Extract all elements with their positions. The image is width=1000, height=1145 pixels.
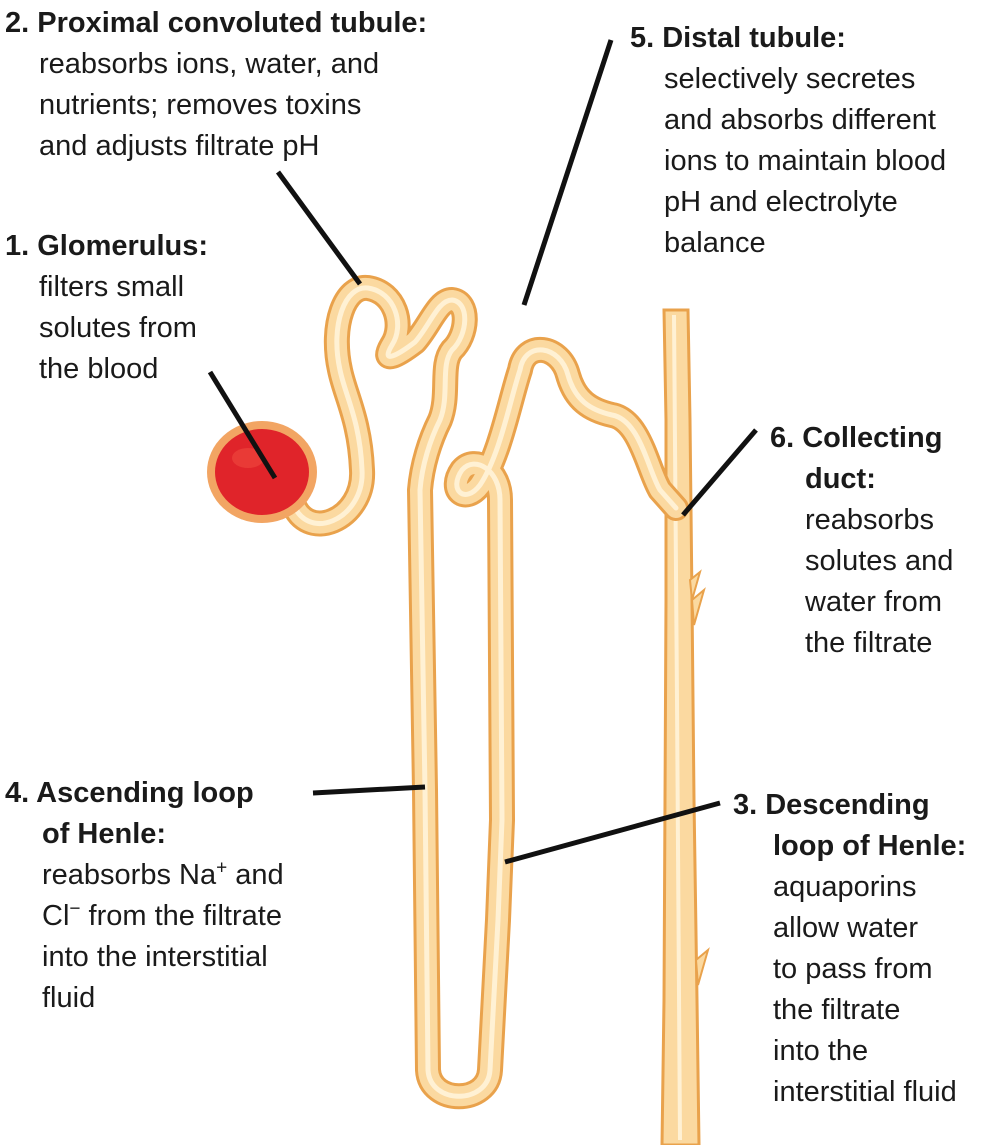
label-ascending-cl-suffix: from the filtrate xyxy=(80,900,282,932)
label-proximal-line-1: reabsorbs ions, water, and xyxy=(39,48,380,80)
leader-line-collecting xyxy=(681,428,758,517)
label-descending-loop: 3. Descending loop of Henle: aquaporins … xyxy=(733,785,966,1113)
collecting-duct xyxy=(660,308,710,1145)
label-distal-line-4: pH and electrolyte xyxy=(664,186,898,218)
label-descending-line-5: into the xyxy=(773,1035,869,1067)
label-descending-line-4: the filtrate xyxy=(773,994,901,1026)
label-collecting-title-2: duct: xyxy=(805,463,876,495)
glomerulus xyxy=(207,421,317,523)
label-descending-line-2: allow water xyxy=(773,912,919,944)
label-descending-title-1: 3. Descending xyxy=(733,789,930,821)
label-descending-title-2: loop of Henle: xyxy=(773,830,967,862)
leader-line-glomerulus xyxy=(207,370,278,480)
leader-line-distal xyxy=(521,39,614,306)
label-ascending-cl-prefix: Cl xyxy=(42,900,70,932)
label-descending-line-1: aquaporins xyxy=(773,871,917,903)
label-glomerulus-line-1: filters small xyxy=(39,271,185,303)
label-ascending-title-1: 4. Ascending loop xyxy=(5,777,254,809)
leader-lines xyxy=(207,39,758,865)
label-glomerulus: 1. Glomerulus: filters small solutes fro… xyxy=(5,226,208,390)
label-distal-line-3: ions to maintain blood xyxy=(664,145,947,177)
leader-line-ascending xyxy=(312,784,426,796)
label-distal-line-1: selectively secretes xyxy=(664,63,916,95)
label-proximal-tubule: 2. Proximal convoluted tubule: reabsorbs… xyxy=(5,3,427,167)
label-collecting-line-3: water from xyxy=(805,586,942,618)
label-proximal-line-3: and adjusts filtrate pH xyxy=(39,130,320,162)
label-ascending-na-prefix: reabsorbs Na xyxy=(42,859,217,891)
label-ascending-line-2: fluid xyxy=(42,982,96,1014)
label-collecting-line-1: reabsorbs xyxy=(805,504,934,536)
label-glomerulus-line-3: the blood xyxy=(39,353,159,385)
label-distal-line-5: balance xyxy=(664,227,766,259)
label-distal-tubule: 5. Distal tubule: selectively secretes a… xyxy=(630,18,946,264)
label-ascending-loop: 4. Ascending loop of Henle: reabsorbs Na… xyxy=(5,773,284,1019)
label-proximal-title: 2. Proximal convoluted tubule: xyxy=(5,7,428,39)
label-distal-title: 5. Distal tubule: xyxy=(630,22,846,54)
label-glomerulus-title: 1. Glomerulus: xyxy=(5,230,209,262)
label-collecting-title-1: 6. Collecting xyxy=(770,422,943,454)
label-ascending-na-suffix: and xyxy=(227,859,284,891)
leader-line-proximal xyxy=(275,170,363,286)
chloride-charge: − xyxy=(69,898,81,920)
label-ascending-title-2: of Henle: xyxy=(42,818,167,850)
label-proximal-line-2: nutrients; removes toxins xyxy=(39,89,362,121)
label-glomerulus-line-2: solutes from xyxy=(39,312,197,344)
label-distal-line-2: and absorbs different xyxy=(664,104,936,136)
label-collecting-line-4: the filtrate xyxy=(805,627,933,659)
label-ascending-cl-line: Cl− from the filtrate xyxy=(5,896,284,937)
nephron-tubule xyxy=(279,275,689,1110)
label-collecting-duct: 6. Collecting duct: reabsorbs solutes an… xyxy=(770,418,953,664)
label-ascending-line-1: into the interstitial xyxy=(42,941,268,973)
label-descending-line-3: to pass from xyxy=(773,953,933,985)
sodium-charge: + xyxy=(216,857,228,879)
label-descending-line-6: interstitial fluid xyxy=(773,1076,957,1108)
label-ascending-na-line: reabsorbs Na+ and xyxy=(5,855,284,896)
label-collecting-line-2: solutes and xyxy=(805,545,954,577)
leader-line-descending xyxy=(504,800,721,865)
